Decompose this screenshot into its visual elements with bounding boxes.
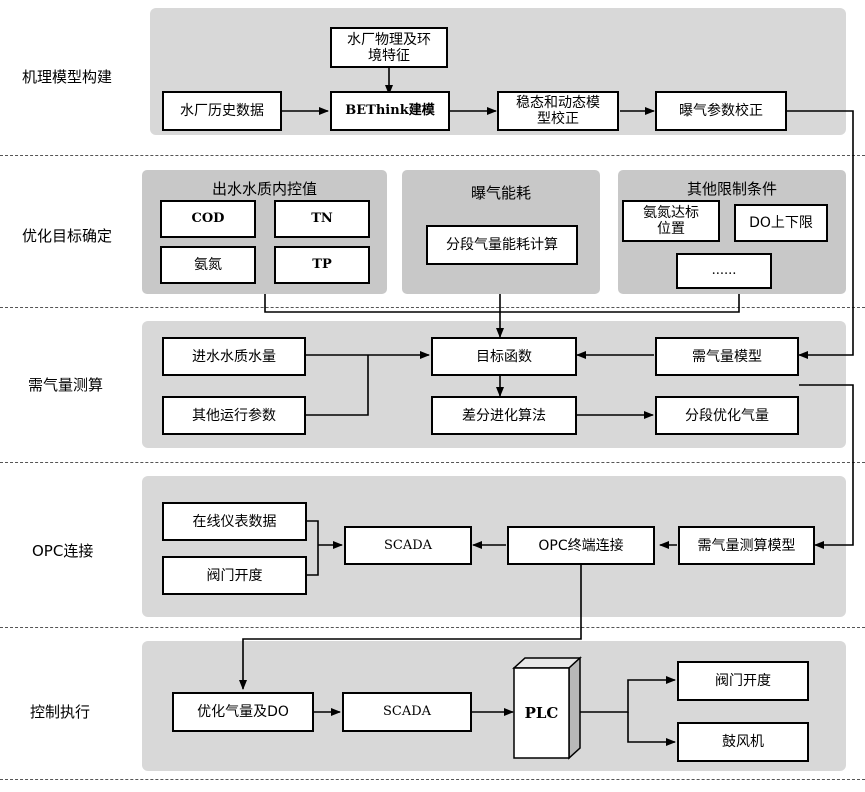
plant-features-box: 水厂物理及环境特征 xyxy=(330,27,448,68)
separator xyxy=(0,462,865,463)
air-model-box: 需气量模型 xyxy=(655,337,799,376)
section-label-modeling: 机理模型构建 xyxy=(22,68,113,86)
optimized-air-do-box: 优化气量及DO xyxy=(172,692,314,732)
do-limits-box: DO上下限 xyxy=(734,204,828,242)
plc-cabinet-icon xyxy=(512,656,582,760)
valve-opening-box: 阀门开度 xyxy=(162,556,307,595)
ammonia-position-box: 氨氮达标位置 xyxy=(622,200,720,242)
tn-box: TN xyxy=(274,200,370,238)
ammonia-box: 氨氮 xyxy=(160,246,256,284)
separator xyxy=(0,627,865,628)
history-data-box: 水厂历史数据 xyxy=(162,91,282,131)
separator xyxy=(0,779,865,780)
connector-objective-groups xyxy=(264,294,740,313)
segment-energy-box: 分段气量能耗计算 xyxy=(426,225,578,265)
section-label-opc: OPC连接 xyxy=(32,542,94,560)
model-calibration-box: 稳态和动态模型校正 xyxy=(497,91,619,131)
control-scada-box: SCADA xyxy=(342,692,472,732)
other-params-box: 其他运行参数 xyxy=(162,396,306,435)
arrow-to-calc-model xyxy=(799,384,854,549)
cod-box: COD xyxy=(160,200,256,238)
separator xyxy=(0,155,865,156)
tp-box: TP xyxy=(274,246,370,284)
influent-box: 进水水质水量 xyxy=(162,337,306,376)
objective-function-box: 目标函数 xyxy=(431,337,577,376)
arrow-plc-to-blower xyxy=(627,712,676,746)
instrument-data-box: 在线仪表数据 xyxy=(162,502,307,541)
aeration-params-box: 曝气参数校正 xyxy=(655,91,787,131)
segment-air-box: 分段优化气量 xyxy=(655,396,799,435)
scada-box: SCADA xyxy=(344,526,472,565)
arrow-aeration-to-air-model xyxy=(786,110,854,359)
bethink-model-box: BEThink建模 xyxy=(330,91,450,131)
more-conditions-box: ...... xyxy=(676,253,772,289)
group-title-aeration-energy: 曝气能耗 xyxy=(470,184,531,202)
connector-opc-inputs xyxy=(307,520,319,576)
arrow-terminal-to-optimized xyxy=(239,565,582,690)
control-valve-box: 阀门开度 xyxy=(677,661,809,701)
connector-params-to-function xyxy=(306,355,369,416)
opc-terminal-box: OPC终端连接 xyxy=(507,526,655,565)
blower-box: 鼓风机 xyxy=(677,722,809,762)
plc-label: PLC xyxy=(524,704,559,722)
arrow-plc-to-valve xyxy=(580,676,676,713)
group-title-effluent-quality: 出水水质内控值 xyxy=(211,180,317,198)
group-title-other-limits: 其他限制条件 xyxy=(686,180,777,198)
diff-evolution-box: 差分进化算法 xyxy=(431,396,577,435)
calc-model-box: 需气量测算模型 xyxy=(678,526,815,565)
section-label-control: 控制执行 xyxy=(30,703,91,721)
separator xyxy=(0,307,865,308)
section-label-air-demand: 需气量测算 xyxy=(28,376,104,394)
section-label-objective: 优化目标确定 xyxy=(22,227,113,245)
